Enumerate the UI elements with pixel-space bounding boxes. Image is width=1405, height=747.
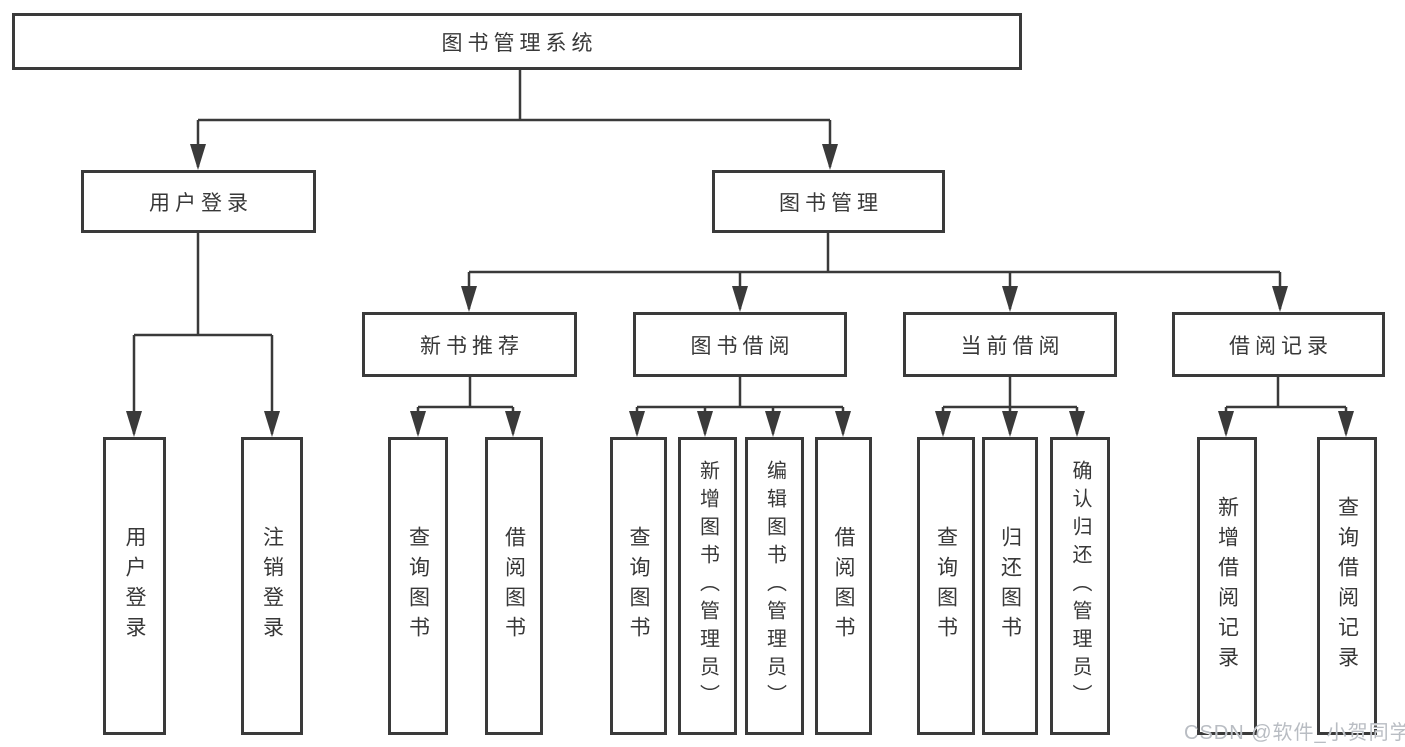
leaf-user-login: 用户登录	[103, 437, 166, 735]
leaf-nbr-borrow-books-label: 借阅图书	[502, 526, 526, 646]
node-user-login-branch-label: 用户登录	[149, 191, 253, 215]
node-borrow-records-label: 借阅记录	[1229, 334, 1333, 358]
node-book-management-branch: 图书管理	[712, 170, 945, 233]
leaf-br-add-record-label: 新增借阅记录	[1215, 496, 1239, 676]
leaf-bb-add-books-admin: 新增图书（管理员）	[678, 437, 737, 735]
leaf-logout: 注销登录	[241, 437, 303, 735]
leaf-cb-return-books: 归还图书	[982, 437, 1038, 735]
node-user-login-branch: 用户登录	[81, 170, 316, 233]
leaf-logout-label: 注销登录	[260, 526, 284, 646]
leaf-cb-confirm-return-admin: 确认归还（管理员）	[1050, 437, 1110, 735]
node-borrow-records: 借阅记录	[1172, 312, 1385, 377]
csdn-watermark: CSDN @软件_小贺同学	[1184, 722, 1405, 744]
node-book-management-branch-label: 图书管理	[779, 191, 883, 215]
node-root-system: 图书管理系统	[12, 13, 1022, 70]
leaf-nbr-query-books: 查询图书	[388, 437, 448, 735]
leaf-bb-add-books-admin-label: 新增图书（管理员）	[696, 460, 719, 712]
node-new-book-recommend-label: 新书推荐	[420, 334, 524, 358]
leaf-user-login-label: 用户登录	[123, 526, 146, 646]
leaf-br-query-record: 查询借阅记录	[1317, 437, 1377, 735]
node-current-borrowing-label: 当前借阅	[960, 334, 1065, 358]
leaf-cb-query-books-label: 查询图书	[934, 526, 958, 646]
tree-edges	[132, 70, 1348, 434]
leaf-bb-query-books: 查询图书	[610, 437, 667, 735]
leaf-cb-return-books-label: 归还图书	[998, 526, 1022, 646]
node-root-system-label: 图书管理系统	[441, 31, 598, 55]
leaf-nbr-query-books-label: 查询图书	[406, 526, 430, 646]
leaf-bb-query-books-label: 查询图书	[627, 526, 650, 646]
leaf-cb-query-books: 查询图书	[917, 437, 975, 735]
leaf-bb-edit-books-admin-label: 编辑图书（管理员）	[763, 460, 786, 712]
node-book-borrowing-label: 图书借阅	[690, 334, 795, 358]
leaf-br-add-record: 新增借阅记录	[1197, 437, 1257, 735]
node-new-book-recommend: 新书推荐	[362, 312, 577, 377]
leaf-br-query-record-label: 查询借阅记录	[1335, 496, 1359, 676]
leaf-bb-edit-books-admin: 编辑图书（管理员）	[745, 437, 804, 735]
leaf-cb-confirm-return-admin-label: 确认归还（管理员）	[1069, 460, 1091, 712]
leaf-bb-borrow-books: 借阅图书	[815, 437, 872, 735]
leaf-nbr-borrow-books: 借阅图书	[485, 437, 543, 735]
node-book-borrowing: 图书借阅	[633, 312, 847, 377]
leaf-bb-borrow-books-label: 借阅图书	[832, 526, 855, 646]
node-current-borrowing: 当前借阅	[903, 312, 1117, 377]
